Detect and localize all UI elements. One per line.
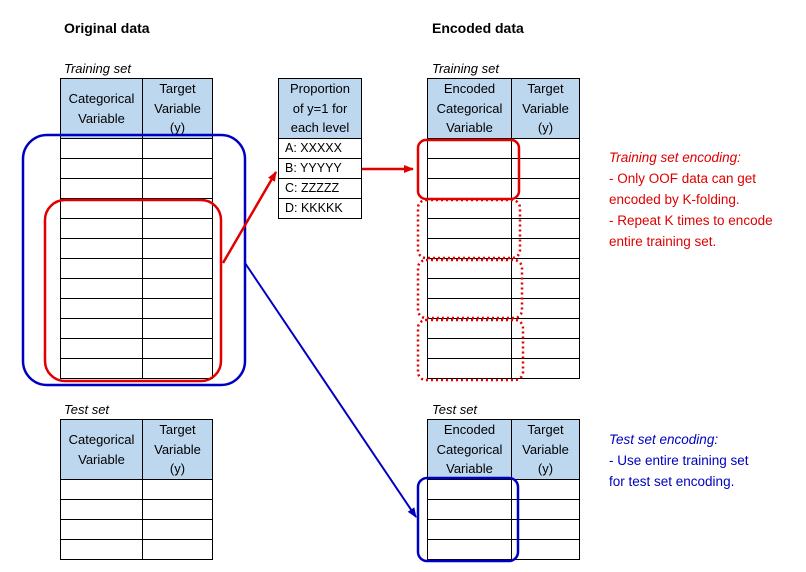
table-row [60, 278, 213, 299]
table-row [60, 338, 213, 359]
training-note-line: encoded by K-folding. [609, 192, 740, 207]
table-cell [511, 358, 580, 379]
table-row [60, 218, 213, 239]
table-cell [142, 358, 213, 379]
proportion-table: Proportion of y=1 for each level A: XXXX… [278, 78, 362, 219]
fold-4-dotted-highlight [416, 318, 525, 382]
training-note-line: entire training set. [609, 234, 717, 249]
table-row [60, 479, 213, 500]
table-row [427, 539, 580, 560]
encoded-training-table: Encoded Categorical Variable Target Vari… [427, 78, 580, 379]
training-note-line: - Only OOF data can get [609, 171, 757, 186]
original-test-table: Categorical Variable Target Variable (y) [60, 419, 213, 560]
table-row [427, 519, 580, 540]
table-row [60, 258, 213, 279]
original-test-set-label: Test set [64, 402, 110, 417]
table-row [60, 298, 213, 319]
test-note-line: - Use entire training set [609, 453, 749, 468]
training-note-line: - Repeat K times to encode [609, 213, 773, 228]
table-row [427, 218, 580, 239]
training-note-title: Training set encoding: [609, 150, 741, 165]
original-training-set-label: Training set [64, 61, 131, 76]
in-fold-subset-highlight [43, 198, 223, 383]
table-cell [511, 539, 580, 560]
original-training-table: Categorical Variable Target Variable (y) [60, 78, 213, 379]
test-note-title: Test set encoding: [609, 432, 719, 447]
fold-2-dotted-highlight [416, 198, 522, 260]
encoded-test-set-label: Test set [432, 402, 478, 417]
table-row [427, 358, 580, 379]
table-row [60, 138, 213, 159]
table-row [427, 238, 580, 259]
fold-3-dotted-highlight [416, 258, 524, 320]
full-training-set-highlight [21, 133, 247, 387]
level-d: D: KKKKK [278, 198, 362, 219]
level-c: C: ZZZZZ [278, 178, 362, 199]
table-row [427, 479, 580, 500]
header-target-variable: Target Variable (y) [511, 78, 580, 139]
table-row [60, 158, 213, 179]
oof-fold-highlight [416, 138, 521, 201]
test-set-highlight [416, 476, 520, 563]
encoded-training-set-label: Training set [432, 61, 499, 76]
table-row [60, 539, 213, 560]
header-encoded-categorical-variable: Encoded Categorical Variable [427, 419, 512, 480]
training-encoding-note: Training set encoding: - Only OOF data c… [609, 147, 773, 252]
arrow-subset-to-proportion [221, 171, 278, 264]
table-row [60, 358, 213, 379]
header-target-variable: Target Variable (y) [511, 419, 580, 480]
proportion-header: Proportion of y=1 for each level [278, 78, 362, 139]
table-row [60, 198, 213, 219]
encoded-test-table: Encoded Categorical Variable Target Vari… [427, 419, 580, 560]
original-data-heading: Original data [64, 20, 150, 36]
test-note-line: for test set encoding. [609, 474, 735, 489]
table-cell [142, 539, 213, 560]
table-row [427, 278, 580, 299]
header-categorical-variable: Categorical Variable [60, 419, 143, 480]
test-encoding-note: Test set encoding: - Use entire training… [609, 429, 749, 492]
table-row [427, 318, 580, 339]
arrow-training-to-test [244, 262, 417, 518]
header-encoded-categorical-variable: Encoded Categorical Variable [427, 78, 512, 139]
table-row [427, 499, 580, 520]
encoded-data-heading: Encoded data [432, 20, 524, 36]
